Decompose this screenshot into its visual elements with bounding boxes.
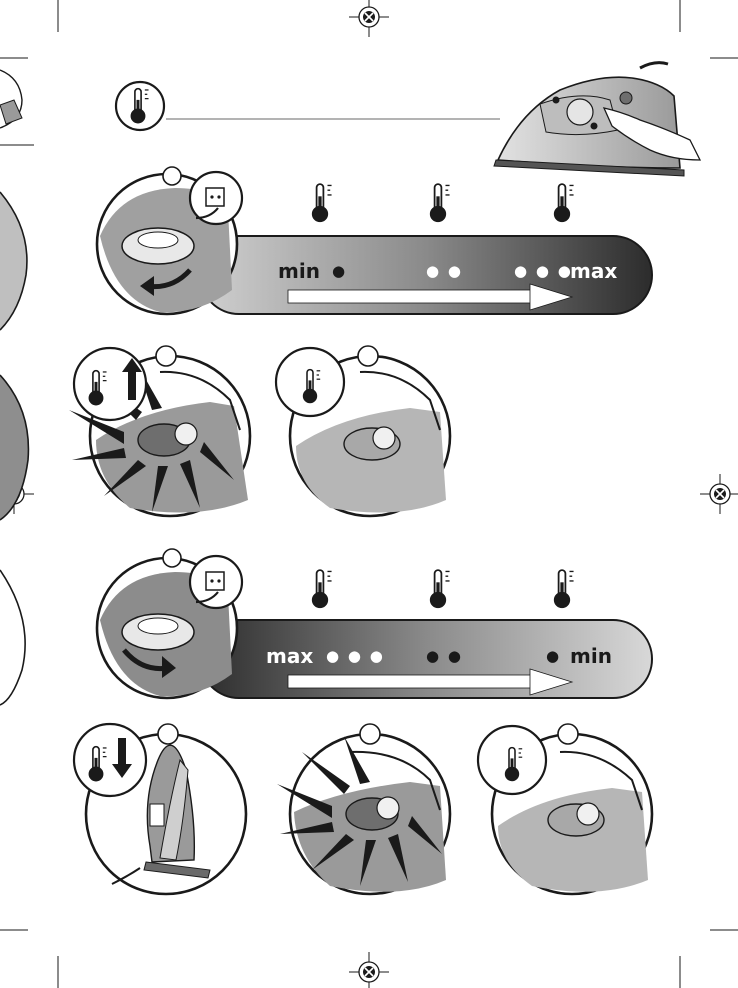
cooling-light-on-panel [277,724,450,894]
lower-temperature-panel [74,724,246,894]
heat-up-section: min ● ● ● ● ● ● max [97,167,652,314]
thermometer-icon [555,184,574,221]
thermometer-icon [313,184,332,221]
power-plug-icon [190,556,242,608]
thermometer-icon [431,570,450,607]
dots-mid: ● ● [426,647,463,665]
dots-low: ● [332,262,347,280]
header [116,63,700,176]
registration-mark-icon [349,0,389,37]
dots-mid: ● ● [426,262,463,280]
dots-low: ● [546,647,561,665]
power-plug-icon [190,172,242,224]
label-min: min [278,259,320,283]
dots-high: ● ● ● [326,647,385,665]
previous-page-fragment [0,70,34,705]
label-max: max [266,644,313,668]
registration-mark-icon [700,474,738,514]
thermometer-icon [431,184,450,221]
label-max: max [570,259,617,283]
heating-light-on-panel [69,346,250,516]
iron-with-hand-illustration [494,63,700,176]
heating-light-off-panel [276,346,450,516]
cool-down-section: max ● ● ● ● ● ● min [97,549,652,698]
label-min: min [570,644,612,668]
thermometer-icon [313,570,332,607]
registration-mark-icon [349,952,389,988]
dots-high: ● ● ● [514,262,573,280]
thermometer-icon [555,570,574,607]
cooling-light-off-panel [478,724,652,894]
